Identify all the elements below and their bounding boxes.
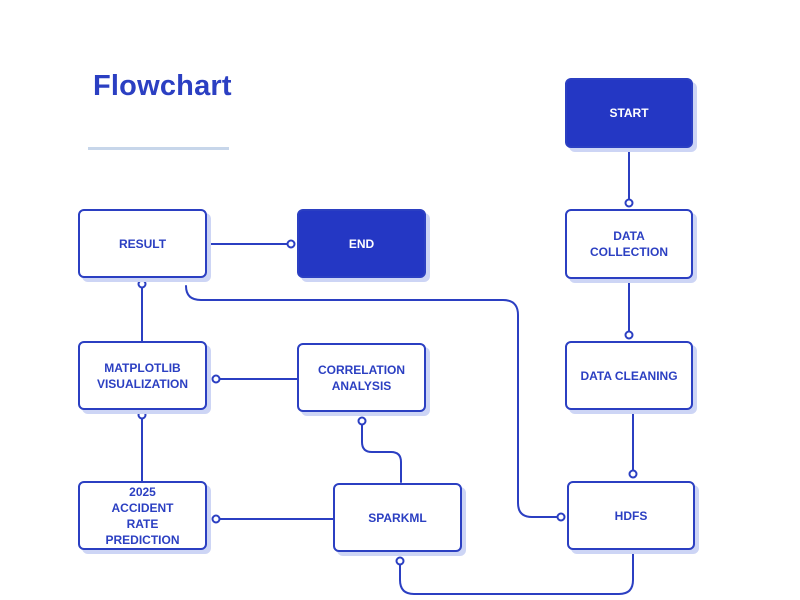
node-result: RESULT (78, 209, 207, 278)
connector-dot (628, 469, 638, 479)
node-data-cleaning-label: DATA CLEANING (580, 368, 678, 383)
node-end: END (297, 209, 426, 278)
node-matplotlib-visualization-label: MATPLOTLIB VISUALIZATION (96, 360, 189, 391)
node-hdfs: HDFS (567, 481, 695, 550)
edge-hdfs-to-sparkml (399, 552, 634, 595)
node-accident-prediction: 2025 ACCIDENT RATE PREDICTION (78, 481, 207, 550)
node-data-cleaning: DATA CLEANING (565, 341, 693, 410)
connector-dot (624, 198, 634, 208)
node-start-label: START (609, 106, 649, 120)
edge-hdfs-to-result (185, 285, 562, 518)
page-title: Flowchart (93, 70, 232, 102)
connector-dot (624, 330, 634, 340)
node-correlation-analysis: CORRELATION ANALYSIS (297, 343, 426, 412)
node-data-collection: DATA COLLECTION (565, 209, 693, 279)
connector-dot (357, 416, 367, 426)
connector-dot (556, 512, 566, 522)
edge-sparkml-to-correlation-analysis (361, 420, 402, 483)
connector-dot (395, 556, 405, 566)
node-start: START (565, 78, 693, 148)
node-data-collection-label: DATA COLLECTION (590, 229, 668, 259)
node-hdfs-label: HDFS (614, 508, 648, 523)
node-end-label: END (348, 236, 375, 251)
connector-dot (211, 514, 221, 524)
node-accident-prediction-label: 2025 ACCIDENT RATE PREDICTION (105, 484, 180, 547)
node-sparkml: SPARKML (333, 483, 462, 552)
node-correlation-analysis-label: CORRELATION ANALYSIS (317, 362, 406, 393)
connector-dot (211, 374, 221, 384)
node-result-label: RESULT (118, 236, 167, 251)
node-sparkml-label: SPARKML (368, 510, 427, 525)
connector-dot (137, 410, 147, 420)
title-underline (88, 147, 229, 150)
connector-dot (286, 239, 296, 249)
node-matplotlib-visualization: MATPLOTLIB VISUALIZATION (78, 341, 207, 410)
connector-dot (137, 279, 147, 289)
